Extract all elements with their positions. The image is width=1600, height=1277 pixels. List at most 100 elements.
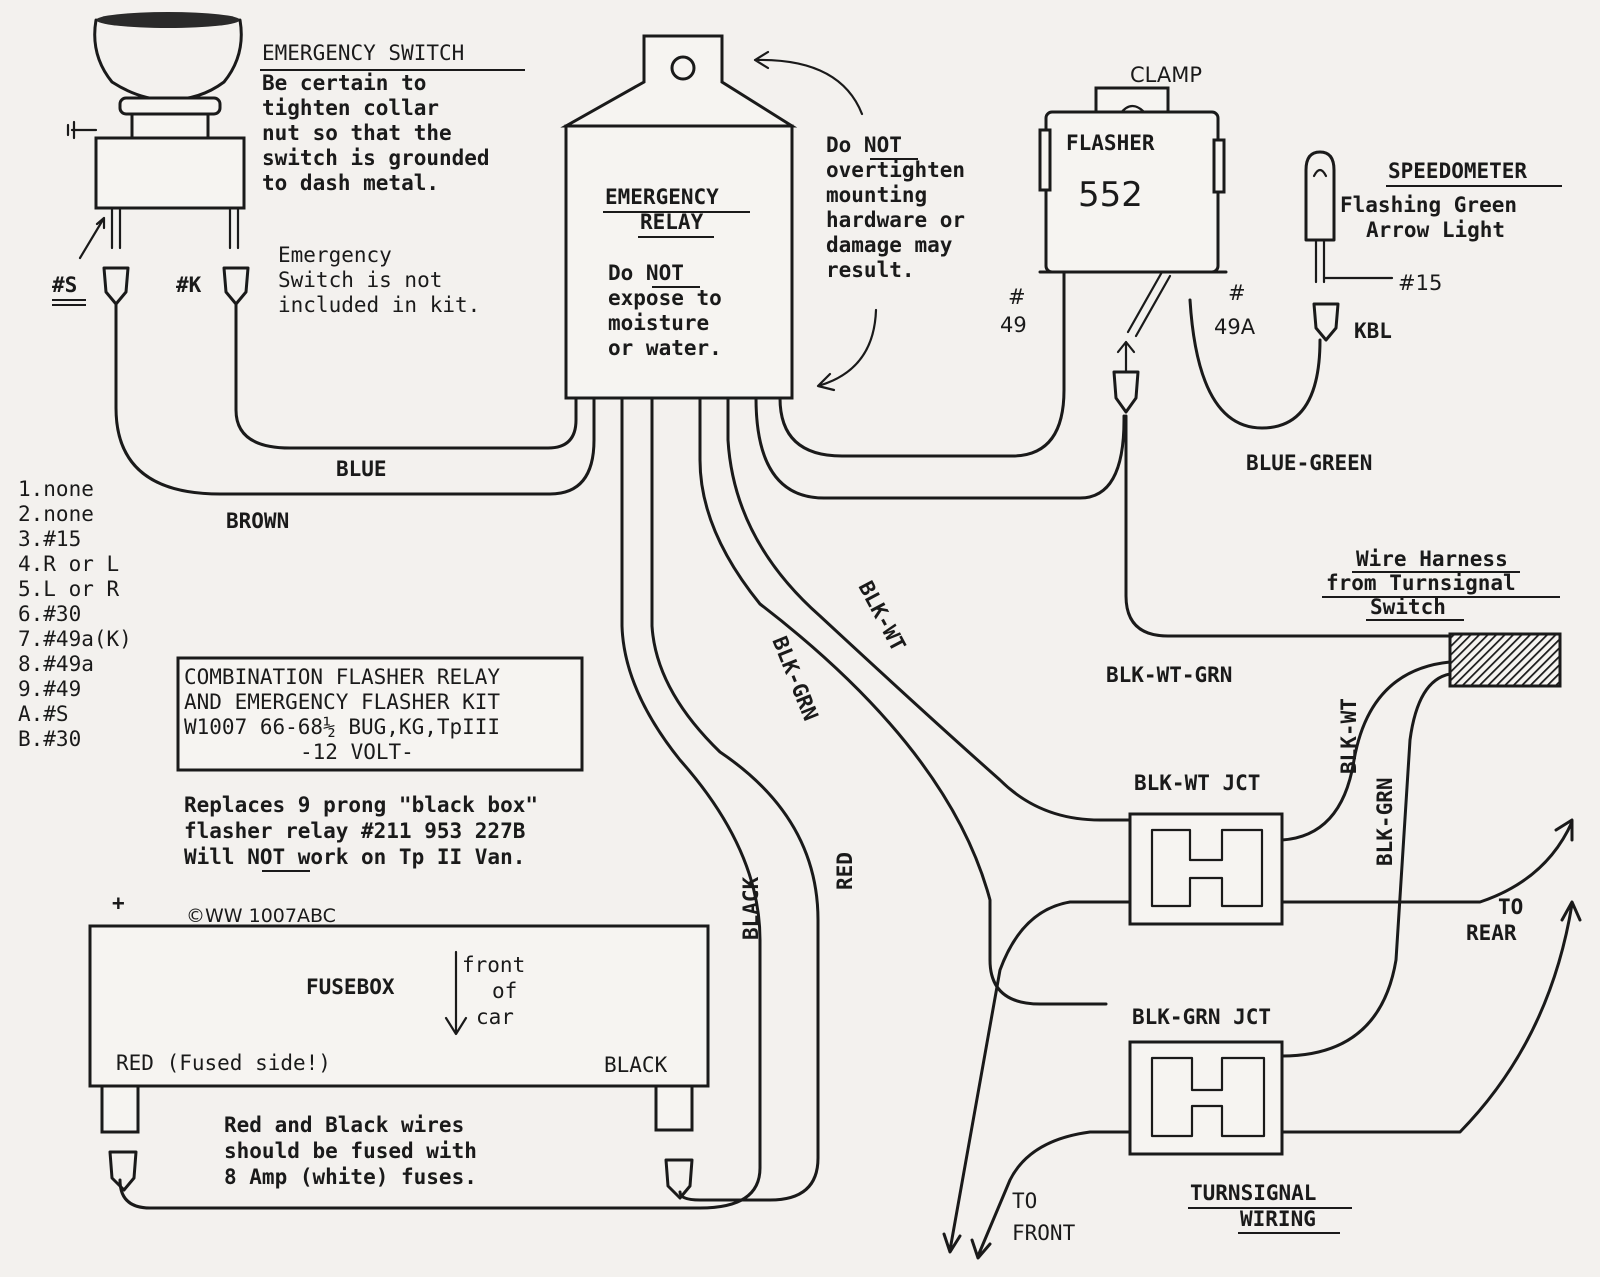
junction-blk-wt [1128, 812, 1284, 926]
pin-list-item: 6.#30 [18, 602, 81, 626]
switch-collar-nut [130, 112, 210, 140]
harness-connector [1448, 632, 1562, 688]
wire-to-front-2 [970, 1130, 1132, 1260]
kit-box-line: W1007 66-68½ BUG,KG,TpIII [184, 715, 500, 739]
wire-jct-wt-harness [1280, 660, 1452, 842]
plus-sign: + [112, 891, 125, 915]
speedometer-title: SPEEDOMETER [1388, 159, 1527, 183]
switch-note-line: tighten collar [262, 96, 439, 120]
relay-caution-line: Do NOT [826, 133, 902, 157]
emergency-switch-drawing [66, 12, 250, 306]
kbl-label: KBL [1354, 319, 1392, 343]
speedometer-line: Flashing Green [1340, 193, 1517, 217]
flasher-clamp [1094, 86, 1170, 116]
wire-to-rear-1 [1280, 818, 1574, 904]
to-rear-line: TO [1498, 895, 1523, 919]
relay-title-line: RELAY [640, 210, 704, 234]
relay-caution-line: result. [826, 258, 915, 282]
fused-side-label: RED (Fused side!) [116, 1051, 331, 1075]
switch-body [94, 136, 246, 210]
wire-label-blue-green: BLUE-GREEN [1246, 451, 1372, 475]
kit-label-box [176, 656, 584, 772]
term-49-hash: # [1008, 285, 1026, 309]
copyright-mark: ©WW 1007ABC [186, 905, 336, 927]
fuse-terminal-black [654, 1084, 694, 1132]
pin-list-item: 3.#15 [18, 527, 81, 551]
wire-to-front-1 [942, 900, 1132, 1254]
wire-label-blk-grn: BLK-GRN [767, 633, 822, 724]
fuse-note-line: 8 Amp (white) fuses. [224, 1165, 477, 1189]
relay-note-line: expose to [608, 286, 722, 310]
relay-note-line: moisture [608, 311, 709, 335]
front-of-car-line: of [492, 979, 517, 1003]
wire-label-black: BLACK [739, 876, 763, 940]
pin-list-item: 9.#49 [18, 677, 81, 701]
flasher-title: FLASHER [1066, 131, 1155, 155]
speedometer-bulb [1304, 150, 1394, 342]
wire-label-blue: BLUE [336, 457, 387, 481]
turnsignal-title-line: TURNSIGNAL [1190, 1181, 1316, 1205]
wire-runs [114, 270, 1452, 1210]
switch-knob [93, 18, 243, 102]
wire-label-red: RED [833, 852, 857, 890]
wire-jct-grn-harness [1280, 672, 1452, 1058]
relay-mount-hole [670, 55, 696, 81]
relay-caution-line: hardware or [826, 208, 965, 232]
relay-caution-line: damage may [826, 233, 953, 257]
not-included-line: Emergency [278, 243, 392, 267]
relay-caution-line: overtighten [826, 158, 965, 182]
replaces-line: flasher relay #211 953 227B [184, 819, 525, 843]
not-included-line: included in kit. [278, 293, 480, 317]
pin-list-item: B.#30 [18, 727, 81, 751]
wire-blk-grn [698, 396, 1108, 1006]
junction-grn-h [1150, 1056, 1266, 1138]
wire-red [650, 396, 820, 1202]
caution-arrow-up [753, 50, 864, 116]
pin-list-item: 2.none [18, 502, 94, 526]
speedometer-line: Arrow Light [1366, 218, 1505, 242]
wire-blue-green [778, 270, 1066, 458]
not-included-line: Switch is not [278, 268, 442, 292]
to-rear-line: REAR [1466, 921, 1517, 945]
wire-brown [114, 302, 596, 496]
clamp-label: CLAMP [1130, 63, 1202, 87]
junction-blk-grn [1128, 1040, 1284, 1156]
junction-wt-h [1150, 828, 1264, 908]
pin-list-item: 4.R or L [18, 552, 119, 576]
term-49a-label: 49A [1214, 315, 1256, 339]
wire-label-blk-wt-2: BLK-WT [1337, 698, 1361, 774]
kit-box-line: COMBINATION FLASHER RELAY [184, 665, 500, 689]
fusebox-body [88, 924, 710, 1088]
turnsignal-title-line: WIRING [1240, 1207, 1316, 1231]
switch-note-line: to dash metal. [262, 171, 439, 195]
relay-mount-tab [560, 34, 798, 128]
emergency-relay-drawing [560, 34, 798, 400]
wire-label-blk-wt-grn: BLK-WT-GRN [1106, 663, 1232, 687]
fusebox-black-label: BLACK [604, 1053, 668, 1077]
direction-arrow [444, 950, 468, 1036]
replaces-line: Will NOT work on Tp II Van. [184, 845, 525, 869]
pin-list-item: A.#S [18, 702, 69, 726]
fuse-terminal-red [100, 1084, 140, 1134]
switch-note-line: nut so that the [262, 121, 452, 145]
to-front-line: TO [1012, 1189, 1037, 1213]
fuse-note-line: should be fused with [224, 1139, 477, 1163]
wire-label-blk-grn-2: BLK-GRN [1373, 777, 1397, 866]
fuse-note-line: Red and Black wires [224, 1113, 464, 1137]
switch-title: EMERGENCY SWITCH [260, 41, 525, 71]
caution-arrow-down [816, 308, 878, 392]
connector-s [102, 266, 130, 306]
wire-49a-kbl [1188, 298, 1322, 430]
switch-cap-top [96, 12, 240, 28]
switch-note-line: switch is grounded [262, 146, 490, 170]
replaces-line: Replaces 9 prong "black box" [184, 793, 538, 817]
wire-blk-wt [726, 396, 1132, 822]
to-front-line: FRONT [1012, 1221, 1076, 1245]
wire-blk-wt-grn [1124, 414, 1452, 638]
wire-black [118, 396, 762, 1210]
bulb-glass [1304, 150, 1336, 242]
term-15-label: #15 [1398, 271, 1442, 295]
relay-note-line: Do NOT [608, 261, 684, 285]
